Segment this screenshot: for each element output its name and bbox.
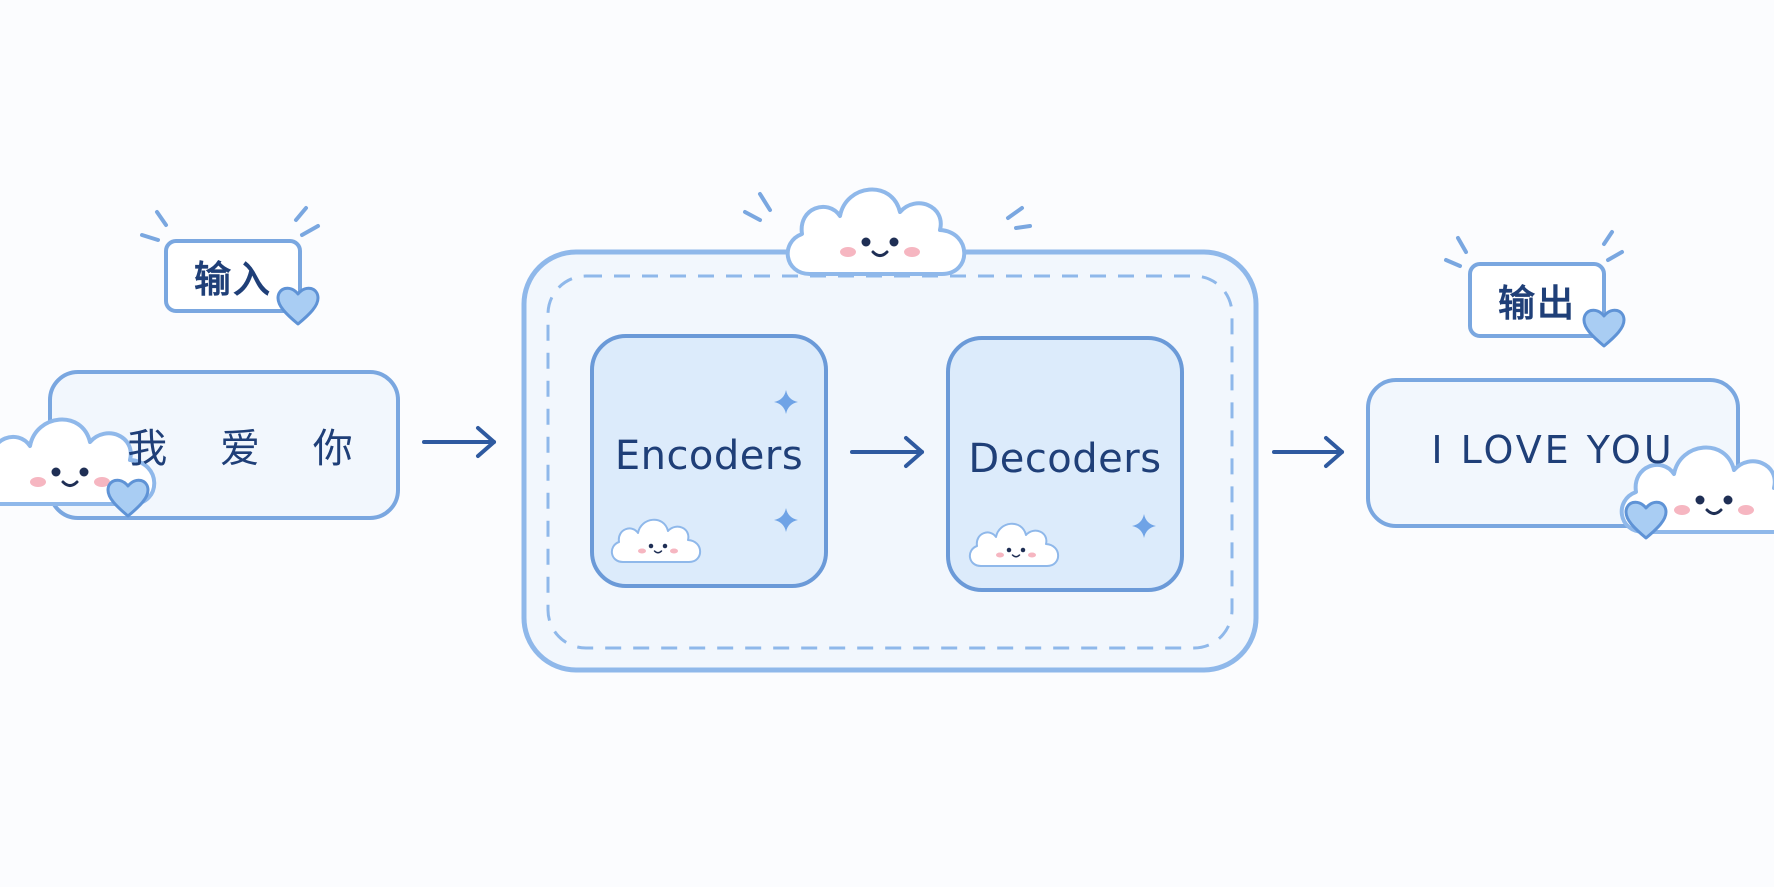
- arrow-right-icon: [422, 426, 496, 458]
- input-tag-box: [164, 239, 302, 313]
- container-cloud-sparks: [743, 192, 1032, 230]
- model-container-dashed-border: [546, 274, 1234, 650]
- output-text: I LOVE YOU: [1431, 428, 1675, 472]
- output-tag-sparks: [1444, 230, 1624, 268]
- arrow-right-icon: [1272, 436, 1344, 468]
- input-tag-sparks: [140, 206, 320, 242]
- output-tag-box: [1468, 262, 1606, 338]
- output-tag-label: 输出: [1498, 282, 1576, 325]
- input-text: 我 爱 你: [127, 426, 373, 472]
- input-tag-label: 输入: [194, 258, 272, 301]
- encoders-label: Encoders: [614, 433, 804, 479]
- arrow-right-icon: [850, 436, 924, 468]
- cloud-mascot-icon: [785, 187, 967, 276]
- decoders-label: Decoders: [968, 436, 1162, 482]
